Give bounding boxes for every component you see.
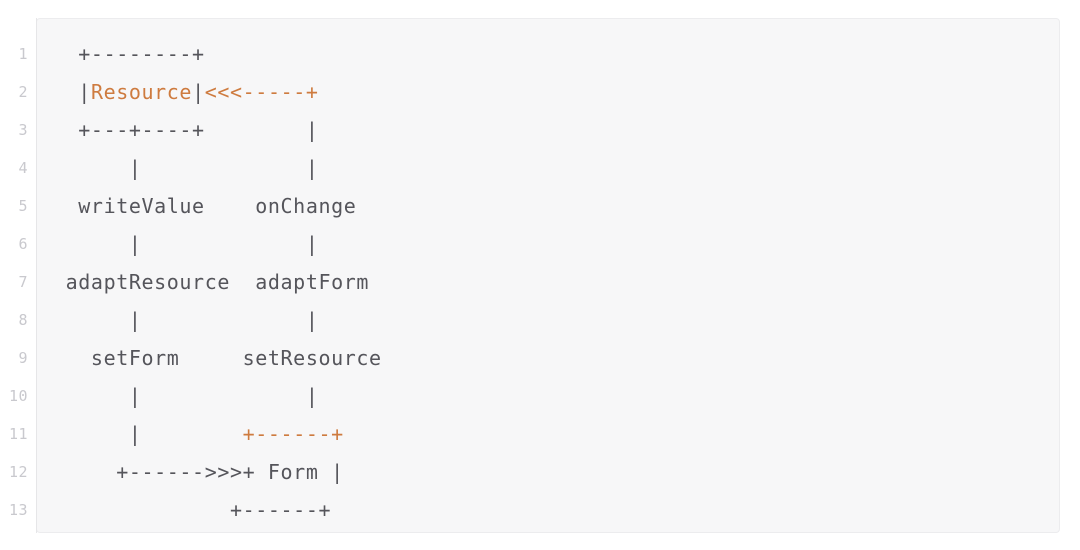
line-number: 1 (18, 45, 28, 63)
gutter-divider (36, 18, 37, 533)
code-line[interactable]: | | (53, 301, 1043, 339)
code-token: | | (53, 308, 319, 332)
code-line[interactable]: +--------+ (53, 35, 1043, 73)
code-token-accent: +------+ (242, 422, 344, 446)
code-token-accent: Resource (90, 80, 193, 104)
code-line[interactable]: writeValue onChange (53, 187, 1043, 225)
code-token: writeValue onChange (53, 194, 357, 218)
code-line[interactable]: adaptResource adaptForm (53, 263, 1043, 301)
line-number: 12 (8, 463, 28, 481)
line-number: 2 (18, 83, 28, 101)
line-number: 3 (18, 121, 28, 139)
code-line[interactable]: | +------+ (53, 415, 1043, 453)
code-token: | | (53, 384, 319, 408)
line-number: 5 (18, 197, 28, 215)
code-token: +------+ (53, 498, 332, 522)
code-line[interactable]: +------>>>+ Form | (53, 453, 1043, 491)
line-number: 8 (18, 311, 28, 329)
code-line[interactable]: | | (53, 225, 1043, 263)
code-line[interactable]: +---+----+ | (53, 111, 1043, 149)
code-surface (36, 18, 1060, 533)
code-line[interactable]: | | (53, 377, 1043, 415)
code-line[interactable]: | | (53, 149, 1043, 187)
code-token: adaptResource adaptForm (53, 270, 370, 294)
code-token: +--------+ (53, 42, 205, 66)
code-token: | (53, 80, 91, 104)
code-token: +------>>>+ Form | (53, 460, 344, 484)
line-number: 4 (18, 159, 28, 177)
code-line[interactable]: setForm setResource (53, 339, 1043, 377)
code-content[interactable]: +--------+ |Resource|<<<-----+ +---+----… (53, 35, 1043, 533)
code-token: +---+----+ | (53, 118, 319, 142)
code-token-accent: <<<-----+ (204, 80, 319, 104)
code-token: | | (53, 156, 319, 180)
code-line[interactable]: +------+ (53, 491, 1043, 529)
line-number: 7 (18, 273, 28, 291)
line-number: 11 (8, 425, 28, 443)
code-token: | (192, 80, 205, 104)
line-number: 6 (18, 235, 28, 253)
line-number: 9 (18, 349, 28, 367)
code-token: | | (53, 232, 319, 256)
code-line[interactable]: |Resource|<<<-----+ (53, 73, 1043, 111)
code-token: setForm setResource (53, 346, 382, 370)
code-token: | (53, 422, 243, 446)
line-number: 13 (8, 501, 28, 519)
line-number: 10 (8, 387, 28, 405)
